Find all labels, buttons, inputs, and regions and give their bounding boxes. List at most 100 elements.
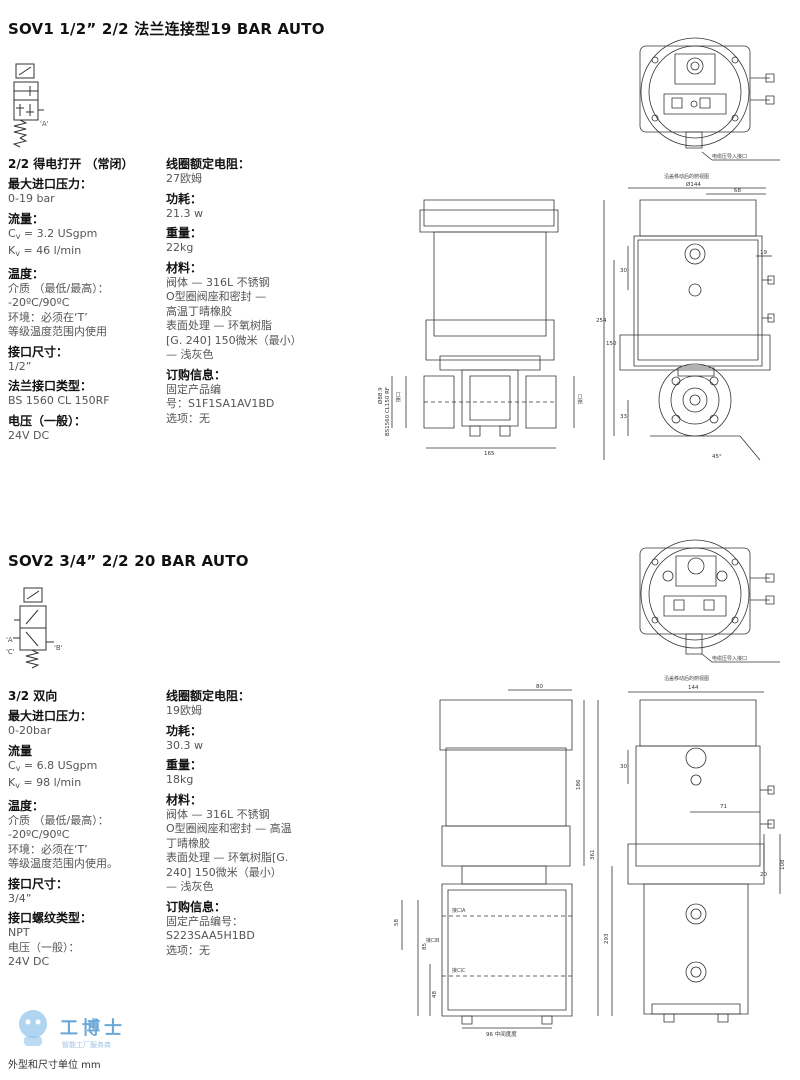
symbol-port-a2: 'A' bbox=[6, 636, 15, 644]
spec-value: 固定产品编 bbox=[166, 382, 221, 396]
watermark-sub: 智能工厂服务商 bbox=[62, 1041, 111, 1049]
spec-heading: 流量： bbox=[8, 211, 45, 226]
spec-heading: 流量 bbox=[8, 743, 33, 758]
dim-186: 186 bbox=[576, 779, 582, 790]
port-label-right: 接口 bbox=[577, 394, 584, 404]
spec-heading: 接口尺寸： bbox=[8, 344, 69, 359]
dim-150: 150 bbox=[606, 341, 617, 347]
spec-value: 表面处理 — 环氧树脂 bbox=[166, 319, 272, 332]
spec-value: S223SAA5H1BD bbox=[166, 929, 255, 942]
section1-title: SOV1 1/2” 2/2 法兰连接型19 BAR AUTO bbox=[8, 20, 325, 38]
dim-48: 48 bbox=[432, 991, 438, 998]
cable-entry-note2: 电缆压导入接口 bbox=[712, 655, 747, 662]
spec-value: NPT bbox=[8, 926, 30, 939]
spec-value: 电压（一般）： bbox=[8, 940, 80, 954]
spec-value: 阀体 — 316L 不锈钢 bbox=[166, 275, 270, 289]
spec-value: 高温丁晴橡胶 bbox=[166, 304, 232, 318]
dim-108: 108 bbox=[780, 859, 786, 870]
valve-symbol-2-2 bbox=[12, 63, 44, 148]
dim-85: 85 bbox=[422, 943, 428, 950]
dim-30: 30 bbox=[620, 268, 627, 274]
spec-heading: 接口螺纹类型： bbox=[8, 911, 93, 925]
spec-heading: 温度： bbox=[8, 266, 45, 281]
spec-heading: 线圈额定电阻： bbox=[166, 689, 251, 703]
watermark-mascot-icon bbox=[19, 1010, 47, 1046]
spec-value: O型圈阀座和密封 — 高温 bbox=[166, 822, 292, 835]
spec-flow-value: Kv = 98 l/min bbox=[8, 776, 82, 790]
spec-heading: 3/2 双向 bbox=[8, 689, 58, 703]
cable-entry-note: 电缆压导入接口 bbox=[712, 153, 747, 160]
dim-254: 254 bbox=[596, 318, 607, 324]
spec-value: 21.3 w bbox=[166, 206, 203, 220]
spec-value: 选项：无 bbox=[166, 411, 210, 425]
spec-value: -20ºC/90ºC bbox=[8, 296, 70, 309]
spec-heading: 接口尺寸： bbox=[8, 876, 69, 891]
dim-68: 68 bbox=[734, 188, 741, 194]
spec-flow-value: Cv = 3.2 USgpm bbox=[8, 226, 98, 241]
spec-value: 介质 （最低/最高）： bbox=[8, 813, 109, 827]
spec-value: 固定产品编号： bbox=[166, 914, 243, 928]
rotated-view-note2: 沿盖移动后的俯视图 bbox=[664, 675, 709, 682]
spec-heading: 线圈额定电阻： bbox=[166, 157, 251, 171]
spec-heading: 最大进口压力： bbox=[8, 177, 93, 191]
spec-value: 1/2” bbox=[8, 359, 32, 373]
spec-heading: 材料： bbox=[166, 792, 203, 807]
symbol-port-b: 'B' bbox=[54, 644, 63, 652]
spec-value: — 浅灰色 bbox=[166, 880, 214, 893]
dim-165: 165 bbox=[484, 451, 495, 457]
dim-71: 71 bbox=[720, 804, 727, 810]
dim-293: 293 bbox=[604, 933, 610, 944]
dim-361: 361 bbox=[590, 850, 596, 861]
spec-heading: 材料： bbox=[166, 260, 203, 275]
dim-33: 33 bbox=[620, 414, 627, 420]
spec-heading: 温度： bbox=[8, 798, 45, 813]
spec-value: 等级温度范围内使用。 bbox=[8, 857, 118, 870]
spec-heading: 重量： bbox=[166, 758, 203, 772]
watermark-brand: 工博士 bbox=[60, 1018, 126, 1039]
spec-heading: 法兰接口类型： bbox=[8, 379, 93, 393]
spec-value: -20ºC/90ºC bbox=[8, 828, 70, 841]
dim-30b: 30 bbox=[620, 764, 627, 770]
spec-value: 22kg bbox=[166, 241, 194, 254]
spec-heading: 功耗： bbox=[166, 723, 203, 738]
port-label-left: 接口 bbox=[395, 392, 402, 402]
valve-symbol-3-2 bbox=[14, 587, 54, 669]
spec-value: 选项：无 bbox=[166, 943, 210, 957]
spec-value: 24V DC bbox=[8, 428, 50, 442]
dim-58: 58 bbox=[394, 919, 400, 926]
spec-value: 等级温度范围内使用 bbox=[8, 325, 107, 338]
dim-19: 19 bbox=[760, 250, 767, 256]
spec-value: 丁晴橡胶 bbox=[166, 836, 210, 850]
rotated-view-note: 沿盖移动后的俯视图 bbox=[664, 173, 709, 180]
spec-heading: 订购信息： bbox=[166, 367, 227, 382]
spec-value: 环境：必须在‘T’ bbox=[8, 310, 88, 324]
spec-value: O型圈阀座和密封 — bbox=[166, 290, 267, 303]
spec-value: BS 1560 CL 150RF bbox=[8, 394, 110, 407]
port-a-label: 接口A bbox=[452, 907, 466, 914]
symbol-port-a: 'A' bbox=[40, 120, 49, 128]
footer-units-note: 外型和尺寸单位 mm bbox=[8, 1060, 101, 1071]
spec-value: — 浅灰色 bbox=[166, 348, 214, 361]
spec-value: 号：S1F1SA1AV1BD bbox=[166, 397, 275, 410]
dim-angle45: 45° bbox=[712, 454, 722, 460]
spec-value: 介质 （最低/最高）： bbox=[8, 281, 109, 295]
spec-value: [G. 240] 150微米（最小） bbox=[166, 333, 302, 347]
spec-value: 30.3 w bbox=[166, 738, 203, 752]
section2-title: SOV2 3/4” 2/2 20 BAR AUTO bbox=[8, 552, 249, 570]
spec-value: 阀体 — 316L 不锈钢 bbox=[166, 807, 270, 821]
spec-value: 240] 150微米（最小） bbox=[166, 865, 282, 879]
spec-value: 24V DC bbox=[8, 955, 50, 968]
dim-144: 144 bbox=[688, 685, 699, 691]
dim-flange-dia: Ø88.9 bbox=[377, 387, 384, 404]
spec-heading: 功耗： bbox=[166, 191, 203, 206]
spec-value: 27欧姆 bbox=[166, 172, 202, 185]
dim-dia144: Ø144 bbox=[686, 181, 701, 188]
spec-flow-value: Kv = 46 l/min bbox=[8, 244, 82, 258]
spec-heading: 2/2 得电打开 （常闭） bbox=[8, 157, 134, 171]
port-b-label: 接口B bbox=[426, 937, 440, 944]
symbol-port-c: 'C' bbox=[6, 648, 15, 656]
spec-heading: 订购信息： bbox=[166, 899, 227, 914]
